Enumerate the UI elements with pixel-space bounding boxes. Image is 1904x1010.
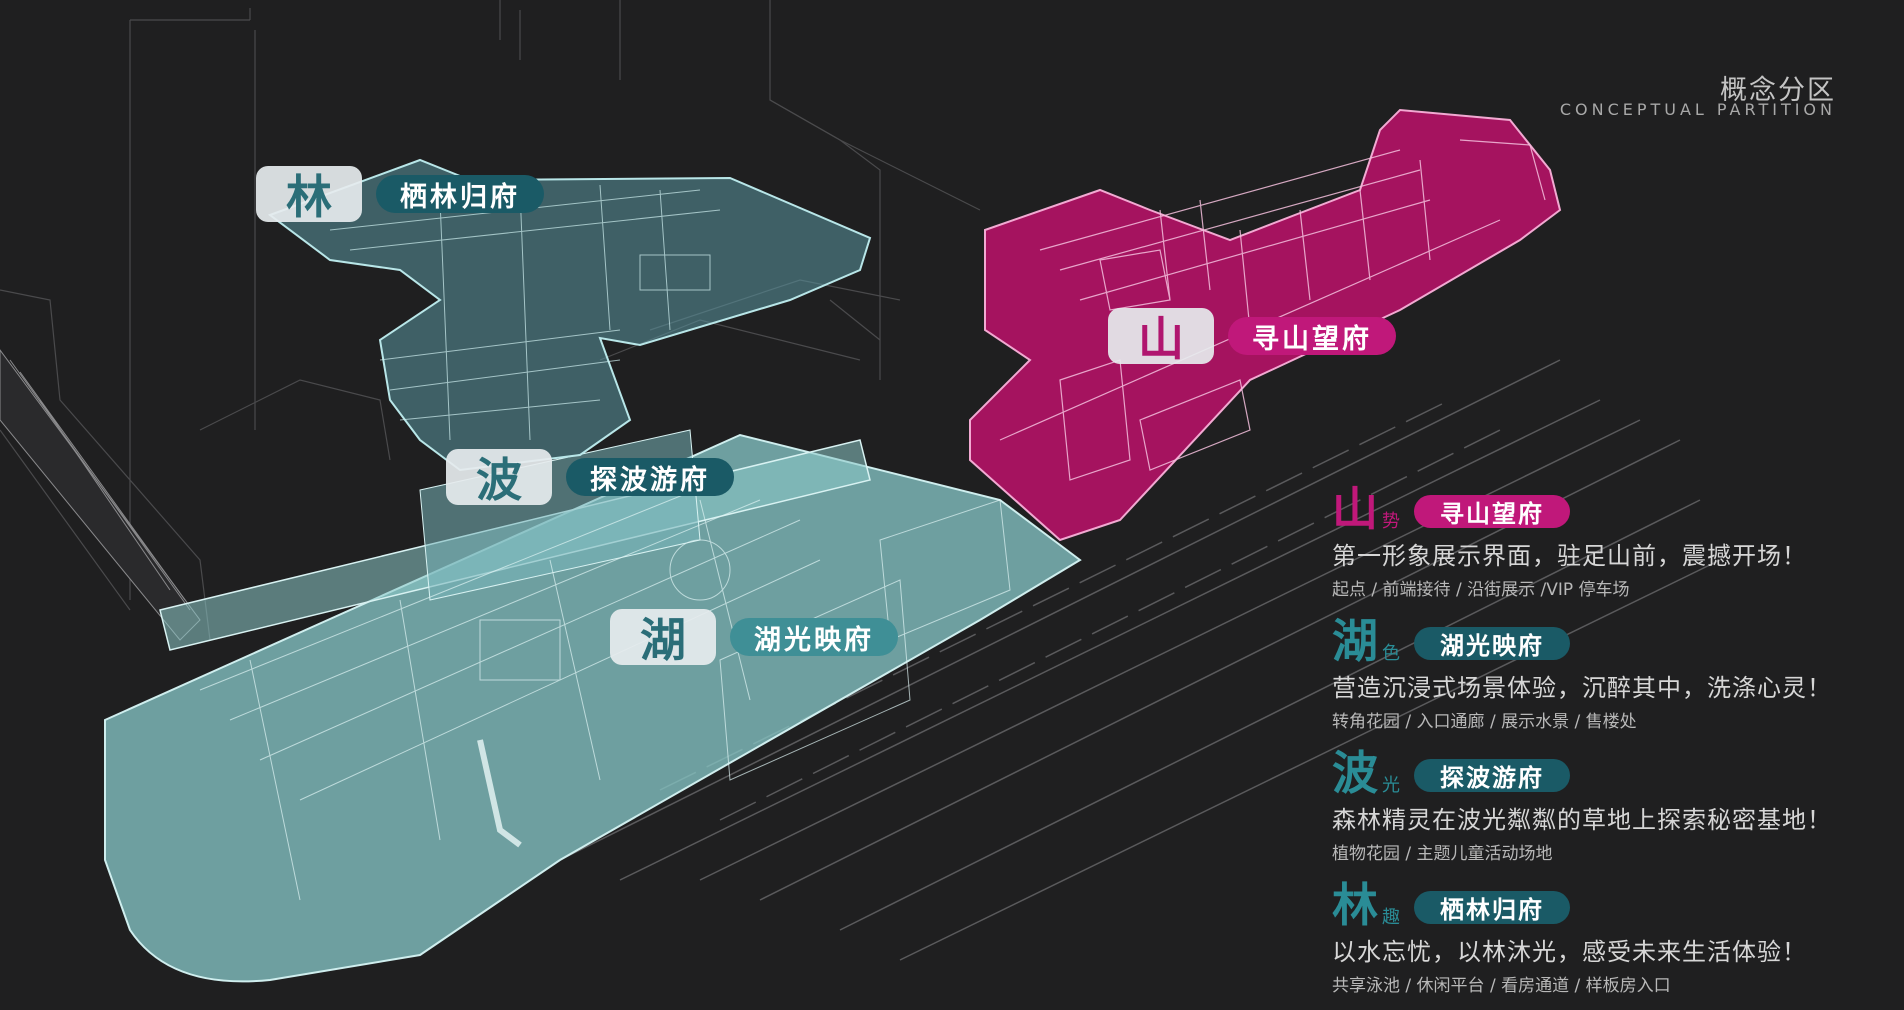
- page-subtitle: CONCEPTUAL PARTITION: [1559, 100, 1836, 119]
- legend-subtext: 起点 / 前端接待 / 沿街展示 /VIP 停车场: [1332, 580, 1630, 600]
- legend-char-small: 光: [1382, 775, 1400, 796]
- legend-description: 营造沉浸式场景体验，沉醉其中，洗涤心灵！: [1332, 674, 1832, 702]
- zone-char: 波: [446, 449, 552, 507]
- forest-zone-shape: [267, 158, 872, 472]
- legend-subtext: 植物花园 / 主题儿童活动场地: [1332, 844, 1553, 864]
- legend-char-small: 色: [1382, 643, 1400, 664]
- zone-char: 林: [256, 166, 362, 224]
- legend-char: 山: [1332, 482, 1378, 536]
- legend-description: 森林精灵在波光粼粼的草地上探索秘密基地！: [1332, 806, 1832, 834]
- legend-pill: 栖林归府: [1414, 891, 1570, 924]
- legend-char-small: 趣: [1382, 907, 1400, 928]
- legend-char: 林: [1332, 878, 1378, 932]
- legend: 山 势 寻山望府 第一形象展示界面，驻足山前，震撼开场！ 起点 / 前端接待 /…: [1332, 482, 1892, 1010]
- zone-char: 湖: [610, 609, 716, 667]
- left-building: [0, 349, 201, 641]
- legend-description: 第一形象展示界面，驻足山前，震撼开场！: [1332, 542, 1807, 570]
- legend-item-forest: 林 趣 栖林归府 以水忘忧，以林沐光，感受未来生活体验！ 共享泳池 / 休闲平台…: [1332, 878, 1892, 996]
- legend-item-wave: 波 光 探波游府 森林精灵在波光粼粼的草地上探索秘密基地！ 植物花园 / 主题儿…: [1332, 746, 1892, 864]
- legend-description: 以水忘忧，以林沐光，感受未来生活体验！: [1332, 938, 1807, 966]
- lake-zone-shape: [104, 429, 1082, 983]
- legend-subtext: 转角花园 / 入口通廊 / 展示水景 / 售楼处: [1332, 712, 1637, 732]
- legend-char-small: 势: [1382, 511, 1400, 532]
- legend-pill: 湖光映府: [1414, 627, 1570, 660]
- zone-pill: 探波游府: [566, 458, 734, 496]
- legend-item-lake: 湖 色 湖光映府 营造沉浸式场景体验，沉醉其中，洗涤心灵！ 转角花园 / 入口通…: [1332, 614, 1892, 732]
- zone-pill: 湖光映府: [730, 618, 898, 656]
- zone-pill: 栖林归府: [376, 175, 544, 213]
- zone-tag-forest: 林 栖林归府: [256, 166, 544, 224]
- legend-pill: 寻山望府: [1414, 495, 1570, 528]
- legend-subtext: 共享泳池 / 休闲平台 / 看房通道 / 样板房入口: [1332, 976, 1671, 996]
- zone-tag-mountain: 山 寻山望府: [1108, 308, 1396, 366]
- zone-tag-lake: 湖 湖光映府: [610, 609, 898, 667]
- zone-char: 山: [1108, 308, 1214, 366]
- road-lines: [559, 359, 1721, 961]
- legend-item-mountain: 山 势 寻山望府 第一形象展示界面，驻足山前，震撼开场！ 起点 / 前端接待 /…: [1332, 482, 1892, 600]
- legend-char: 湖: [1332, 614, 1378, 668]
- page-title: 概念分区: [1720, 75, 1836, 106]
- legend-char: 波: [1332, 746, 1378, 800]
- zone-tag-wave: 波 探波游府: [446, 449, 734, 507]
- zone-pill: 寻山望府: [1228, 317, 1396, 355]
- legend-pill: 探波游府: [1414, 759, 1570, 792]
